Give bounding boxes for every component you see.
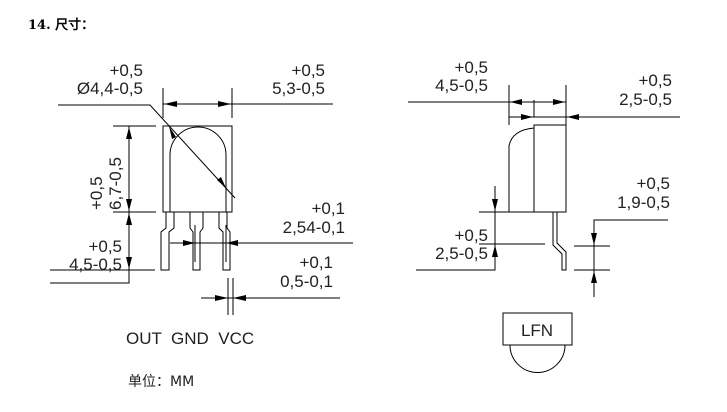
- lead-gnd: [189, 212, 204, 271]
- bend-length-tolerance: +0,5: [636, 174, 670, 193]
- dome-diameter-tolerance: +0,5: [109, 61, 143, 80]
- body-height-tolerance: +0,5: [87, 176, 106, 210]
- bend-offset-tolerance: +0,5: [454, 226, 488, 245]
- lead-out: [160, 212, 175, 271]
- marking-box: [502, 312, 573, 346]
- pin-labels: OUT GND VCC: [126, 329, 254, 348]
- section-title: 14. 尺寸：: [28, 17, 94, 33]
- marking-dome: [509, 344, 566, 373]
- body-height-value: 6,7-0,5: [106, 157, 125, 210]
- bend-offset-value: 2,5-0,5: [435, 244, 488, 263]
- depth-value: 4,5-0,5: [435, 76, 488, 95]
- pin-pitch-tolerance: +0,1: [311, 199, 345, 218]
- lead-vcc: [218, 212, 231, 271]
- front-view: +0,5 Ø4,4-0,5 +0,5 5,3-0,5 +0,5 6,7-0,5 …: [50, 61, 353, 390]
- lead-length-value: 4,5-0,5: [69, 255, 122, 274]
- lead-length-tolerance: +0,5: [88, 237, 122, 256]
- bend-length-value: 1,9-0,5: [617, 193, 670, 212]
- component-body: [162, 125, 233, 213]
- body-width-tolerance: +0,5: [291, 61, 325, 80]
- pin-width-value: 0,5-0,1: [280, 272, 333, 291]
- dome-diameter-value: Ø4,4-0,5: [77, 79, 143, 98]
- pin-width-tolerance: +0,1: [299, 253, 333, 272]
- body-width-value: 5,3-0,5: [272, 79, 325, 98]
- rear-depth-tolerance: +0,5: [638, 71, 672, 90]
- unit-label: 单位：MM: [128, 374, 194, 390]
- depth-tolerance: +0,5: [454, 58, 488, 77]
- side-view: +0,5 4,5-0,5 +0,5 2,5-0,5 +0,5 2,5-0,5 +…: [408, 58, 680, 373]
- bent-lead: [552, 212, 567, 271]
- lens-profile: [508, 127, 535, 212]
- rear-depth-value: 2,5-0,5: [619, 90, 672, 109]
- pin-pitch-value: 2,54-0,1: [283, 218, 345, 237]
- side-body: [533, 124, 567, 213]
- lens-dome: [169, 126, 227, 212]
- marking-text: LFN: [521, 321, 553, 340]
